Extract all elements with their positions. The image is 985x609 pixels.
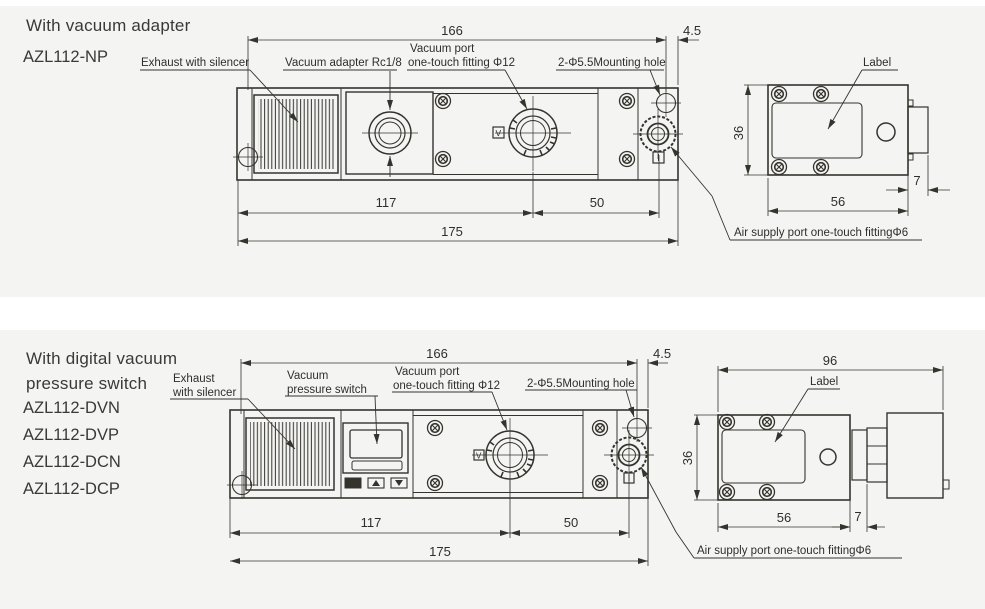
adapter-label: Vacuum adapter Rc1/8 [285, 57, 402, 69]
fitting-protrusion [907, 106, 929, 154]
label-area [771, 102, 863, 159]
dim-117: 117 [376, 195, 397, 210]
dim-175: 175 [429, 544, 451, 559]
vacuum-port-label-2: one-touch fitting Φ12 [408, 57, 515, 69]
connector-nub [942, 479, 950, 490]
mounting-hole-label: 2-Φ5.5Mounting hole [527, 378, 635, 390]
silencer [245, 417, 335, 491]
dim-36: 36 [680, 451, 695, 465]
side-view [744, 84, 950, 216]
switch-label-2: pressure switch [287, 384, 367, 396]
dim-7: 7 [854, 509, 861, 524]
dim-56: 56 [777, 510, 791, 525]
vacuum-symbol-box [473, 449, 485, 461]
fitting-base [851, 429, 868, 481]
vacuum-symbol-box [492, 126, 505, 139]
switch-label-1: Vacuum [287, 370, 328, 382]
switch-subdisplay [351, 460, 403, 471]
exhaust-label: Exhaust with silencer [141, 57, 249, 69]
model-number: AZL112-DCP [23, 480, 120, 498]
section-vacuum-adapter [0, 6, 985, 297]
exhaust-label-1: Exhaust [173, 373, 215, 385]
switch-down-button [390, 477, 408, 489]
vacuum-adapter-block [340, 88, 434, 180]
dim-96: 96 [823, 353, 837, 368]
vacuum-adapter-drawing: V Exhaust with [140, 23, 950, 246]
mounting-hole-label: 2-Φ5.5Mounting hole [558, 57, 666, 69]
dim-4-5: 4.5 [653, 346, 671, 361]
model-number: AZL112-NP [23, 48, 108, 66]
vacuum-symbol: V [496, 128, 502, 138]
section-title-line2: pressure switch [26, 374, 148, 393]
section-title: With vacuum adapter [26, 16, 191, 35]
dim-4-5: 4.5 [683, 23, 701, 38]
dim-50: 50 [590, 195, 604, 210]
dim-166: 166 [441, 23, 463, 38]
switch-connector-block [886, 412, 944, 499]
switch-display [349, 429, 403, 459]
front-view: V [226, 409, 655, 500]
dim-117: 117 [361, 515, 382, 530]
dim-36: 36 [731, 126, 746, 140]
vacuum-port-label-1: Vacuum port [410, 43, 475, 55]
dim-175: 175 [441, 224, 463, 239]
section-title-line1: With digital vacuum [26, 349, 178, 368]
vacuum-port-label-2: one-touch fitting Φ12 [393, 380, 500, 392]
model-number: AZL112-DVP [23, 426, 119, 444]
port-symbol-box [652, 151, 665, 164]
pressure-switch [342, 422, 409, 489]
vacuum-symbol: V [476, 452, 482, 461]
screw-icon [426, 474, 444, 492]
screw-icon [426, 419, 444, 437]
dimensions [229, 359, 668, 566]
air-supply-label: Air supply port one-touch fittingΦ6 [697, 545, 871, 557]
label-annotation: Label [863, 57, 891, 69]
switch-up-button [367, 477, 385, 489]
switch-set-button [344, 477, 362, 489]
dim-7: 7 [913, 173, 920, 188]
dimensions [237, 36, 699, 246]
side-view [694, 366, 950, 532]
dim-50: 50 [564, 515, 578, 530]
screw-icon [591, 419, 609, 437]
dim-56: 56 [831, 194, 845, 209]
dim-166: 166 [426, 346, 448, 361]
model-number: AZL112-DCN [23, 453, 121, 471]
label-area [721, 429, 806, 484]
exhaust-label-2: with silencer [172, 387, 236, 399]
annotations [140, 69, 922, 241]
screw-icon [591, 474, 609, 492]
label-annotation: Label [810, 376, 838, 388]
side-port [876, 122, 896, 142]
model-number: AZL112-DVN [23, 399, 120, 417]
fitting-hex-nut [866, 427, 888, 483]
vacuum-port-label-1: Vacuum port [395, 366, 460, 378]
silencer [253, 94, 339, 174]
air-supply-label: Air supply port one-touch fittingΦ6 [734, 227, 908, 239]
side-port [819, 448, 837, 466]
front-view: V [232, 87, 684, 181]
